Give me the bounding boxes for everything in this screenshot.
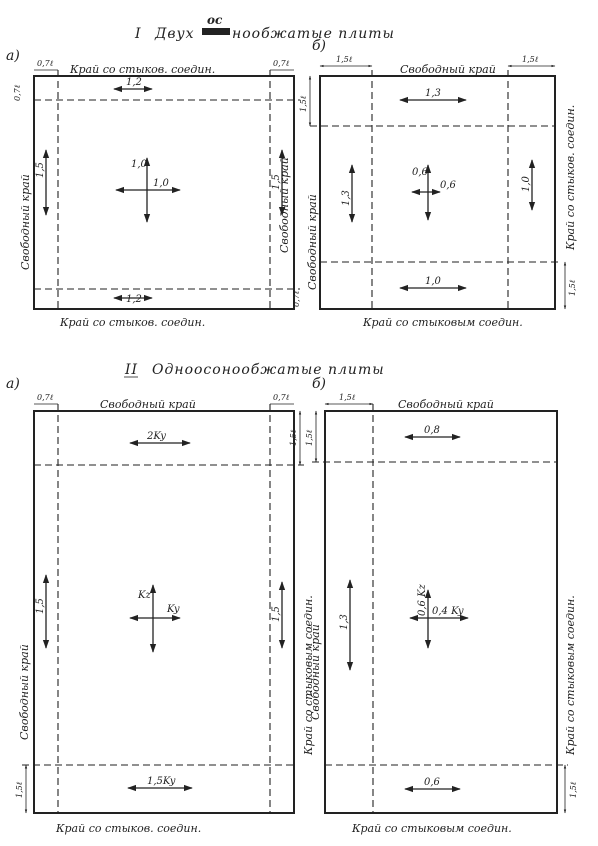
section1-title-end: нообжатые плиты [232, 26, 395, 42]
panel-1a-bottom-edge: Край со стыков. соедин. [59, 316, 205, 329]
label-top: 0,8 [424, 425, 440, 436]
dim-top-right: 0,7ℓ [273, 59, 290, 68]
panel-1b-plate [319, 75, 556, 310]
label-center-h: Ky [166, 604, 180, 615]
panel-1b-letter: б) [312, 38, 326, 54]
label-left: 1,5 [35, 598, 46, 614]
label-left: 1,5 [35, 162, 46, 178]
dim-right-bottom: 1,5ℓ [569, 781, 578, 798]
panel-1b-top-edge: Свободный край [400, 63, 496, 76]
section1-title-insertion: ос [207, 13, 223, 27]
dim-left-top: 1,5ℓ [299, 95, 308, 112]
panel-2b-plate [324, 410, 558, 814]
dim-left-bottom: 1,5ℓ [15, 781, 24, 798]
panel-2a-bottom-edge: Край со стыков. соедин. [55, 822, 201, 835]
dim-top-right: 0,7ℓ [273, 393, 290, 402]
label-center-v: 1,0 [131, 159, 148, 170]
panel-2b-left-edge: Свободный край [309, 624, 322, 720]
label-left: 1,3 [341, 190, 352, 206]
dim-right-top: 0,7ℓ [13, 84, 22, 101]
panel-2a-right-edge: Край со стыковым соедин. [302, 595, 315, 756]
panel-1a-plate [33, 75, 295, 310]
dim-right-bottom: 0,7ℓ [292, 290, 301, 307]
label-center-h: 0,4 Ky [432, 606, 464, 617]
label-bottom: 1,0 [425, 276, 442, 287]
label-center-h: 1,0 [153, 178, 170, 189]
section1-title-start: Двух [154, 26, 195, 42]
dim-top-right: 1,5ℓ [522, 55, 539, 64]
label-bottom: 0,6 [424, 777, 441, 788]
dim-top-left: 1,5ℓ [339, 393, 356, 402]
panel-1b: б) 1,5ℓ 1,5ℓ 1,5ℓ 1,5ℓ Свободный край Кр… [299, 38, 577, 329]
struck-text-mark [202, 28, 230, 35]
label-bottom: 1,5Ky [147, 776, 176, 787]
panel-1a-left-edge: Свободный край [19, 174, 32, 270]
panel-1a-right-edge: Свободный край [278, 157, 291, 253]
section1-numeral: I [134, 26, 142, 42]
dim-top-left: 1,5ℓ [336, 55, 353, 64]
label-right: 1,0 [521, 175, 532, 192]
label-left: 1,3 [339, 614, 350, 630]
section2-numeral: II [124, 362, 138, 378]
panel-1a-letter: а) [6, 48, 20, 64]
label-center-v: 0,6 Kz [417, 583, 428, 616]
label-center-h: 0,6 [440, 180, 457, 191]
panel-2b: б) 1,5ℓ 1,5ℓ 1,5ℓ Свободный край Край со… [305, 376, 578, 835]
section2-title: Одноосонообжатые плиты [152, 362, 385, 378]
panel-1b-right-edge: Край со стыков. соедин. [564, 105, 577, 251]
section2-heading: II Одноосонообжатые плиты [124, 362, 385, 378]
label-center-v: Kz [137, 590, 151, 601]
label-right: 1,5 [271, 174, 282, 190]
dim-top-left: 0,7ℓ [37, 59, 54, 68]
label-top: 2Ky [146, 431, 166, 442]
panel-1a: а) 0,7ℓ 0,7ℓ 0,7ℓ 0,7ℓ Край со стыков. с… [6, 48, 301, 329]
section1-heading: I Двух нообжатые плиты ос [134, 13, 395, 42]
label-top: 1,2 [126, 77, 142, 88]
panel-2b-bottom-edge: Край со стыковым соедин. [351, 822, 512, 835]
dim-top-left: 0,7ℓ [37, 393, 54, 402]
panel-2a: а) 0,7ℓ 0,7ℓ 1,5ℓ 1,5ℓ Свободный край Кр… [6, 376, 315, 835]
dim-right-bottom: 1,5ℓ [568, 279, 577, 296]
panel-1b-bottom-edge: Край со стыковым соедин. [362, 316, 523, 329]
dim-left-top: 1,5ℓ [305, 429, 314, 446]
panel-2b-letter: б) [312, 376, 326, 392]
panel-1a-top-edge: Край со стыков. соедин. [69, 63, 215, 76]
panel-2a-top-edge: Свободный край [100, 398, 196, 411]
label-right: 1,5 [271, 606, 282, 622]
panel-2a-letter: а) [6, 376, 20, 392]
panel-2a-left-edge: Свободный край [18, 644, 31, 740]
label-bottom: 1,2 [126, 294, 142, 305]
panel-2b-right-edge: Край со стыковым соедин. [564, 595, 577, 756]
panel-2b-top-edge: Свободный край [398, 398, 494, 411]
panel-1b-left-edge: Свободный край [306, 194, 319, 290]
panel-2a-plate [33, 410, 295, 814]
label-center-v: 0,6 [412, 167, 429, 178]
label-top: 1,3 [425, 88, 441, 99]
dim-right-top: 1,5ℓ [289, 429, 298, 446]
